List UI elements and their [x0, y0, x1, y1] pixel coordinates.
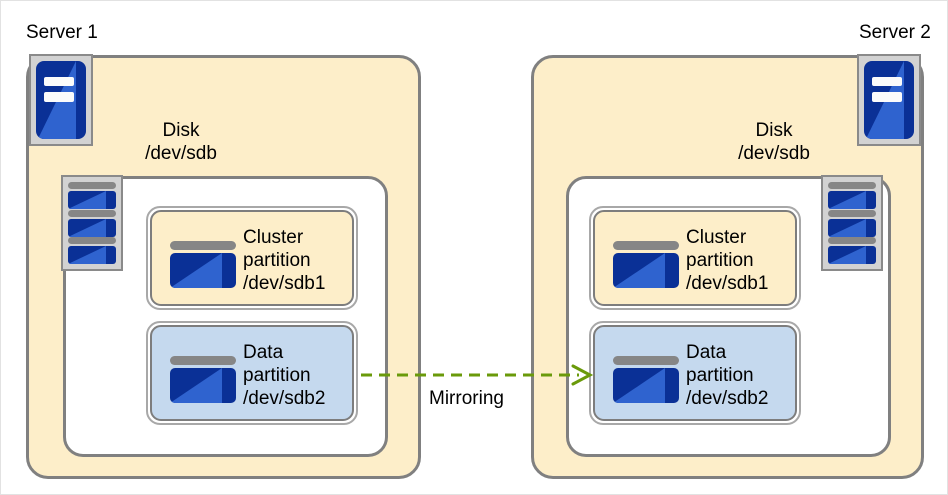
partition-line-3: /dev/sdb2 [243, 388, 326, 410]
disk-label-line2: /dev/sdb [145, 143, 217, 165]
mirroring-label: Mirroring [429, 388, 504, 409]
partition-inner: Data partition /dev/sdb2 [150, 325, 354, 421]
partition-line-3: /dev/sdb1 [686, 273, 769, 295]
server-1-data-partition: Data partition /dev/sdb2 [146, 321, 358, 425]
server-2-cluster-partition-text: Cluster partition /dev/sdb1 [686, 226, 768, 296]
partition-disc-icon [613, 356, 679, 403]
server-2-title: Server 2 [859, 22, 931, 43]
disk-stack-icon [821, 175, 883, 271]
disk-stack-unit [828, 209, 876, 237]
server-2-cluster-partition: Cluster partition /dev/sdb1 [589, 206, 801, 310]
disk-stack-block [68, 218, 116, 237]
partition-disc-bar [170, 356, 236, 365]
partition-line-1: Data [686, 342, 727, 363]
partition-line-1: Cluster [686, 227, 747, 248]
server-tower-body [36, 61, 86, 139]
partition-disc-bar [170, 241, 236, 250]
server-led-1 [44, 76, 74, 86]
partition-inner: Cluster partition /dev/sdb1 [593, 210, 797, 306]
server-2-disk-label: Disk /dev/sdb [719, 119, 829, 165]
server-1-cluster-partition-text: Cluster partition /dev/sdb1 [243, 226, 325, 296]
server-1-data-partition-text: Data partition /dev/sdb2 [243, 341, 325, 411]
server-tower-body [864, 61, 914, 139]
partition-disc-bar [613, 356, 679, 365]
server-led-1 [872, 76, 902, 86]
partition-disc-block [170, 368, 236, 403]
server-2-data-partition-text: Data partition /dev/sdb2 [686, 341, 768, 411]
disk-stack-unit [828, 237, 876, 264]
disk-stack-bar [828, 209, 876, 217]
partition-line-2: partition [243, 365, 311, 387]
server-led-2 [872, 92, 902, 102]
disk-stack-unit [68, 237, 116, 264]
partition-line-3: /dev/sdb2 [686, 388, 769, 410]
partition-inner: Cluster partition /dev/sdb1 [150, 210, 354, 306]
server-1-cluster-partition: Cluster partition /dev/sdb1 [146, 206, 358, 310]
partition-disc-bar [613, 241, 679, 250]
disk-stack-bar [828, 237, 876, 244]
server-led-2 [44, 92, 74, 102]
partition-line-2: partition [686, 250, 754, 272]
disk-stack-block [68, 246, 116, 264]
partition-disc-icon [613, 241, 679, 288]
disk-stack-bar [68, 237, 116, 244]
disk-stack-bar [828, 182, 876, 189]
server-1-title: Server 1 [26, 22, 98, 43]
disk-stack-unit [68, 182, 116, 209]
partition-disc-icon [170, 356, 236, 403]
disk-stack-unit [68, 209, 116, 237]
partition-disc-block [613, 368, 679, 403]
disk-label-line2: /dev/sdb [738, 143, 810, 165]
partition-line-2: partition [686, 365, 754, 387]
partition-disc-icon [170, 241, 236, 288]
partition-line-1: Cluster [243, 227, 304, 248]
partition-line-2: partition [243, 250, 311, 272]
disk-label-line1: Disk [755, 120, 793, 141]
disk-stack-block [828, 246, 876, 264]
disk-stack-bar [68, 182, 116, 189]
partition-inner: Data partition /dev/sdb2 [593, 325, 797, 421]
server-tower-icon [857, 54, 921, 146]
disk-stack-block [828, 218, 876, 237]
partition-disc-block [170, 253, 236, 288]
disk-stack-icon [61, 175, 123, 271]
disk-stack-block [68, 191, 116, 209]
server-tower-icon [29, 54, 93, 146]
partition-line-3: /dev/sdb1 [243, 273, 326, 295]
partition-disc-block [613, 253, 679, 288]
disk-stack-bar [68, 209, 116, 217]
disk-stack-block [828, 191, 876, 209]
disk-label-line1: Disk [162, 120, 200, 141]
server-1-disk-label: Disk /dev/sdb [126, 119, 236, 165]
server-2-data-partition: Data partition /dev/sdb2 [589, 321, 801, 425]
partition-line-1: Data [243, 342, 284, 363]
disk-stack-unit [828, 182, 876, 209]
